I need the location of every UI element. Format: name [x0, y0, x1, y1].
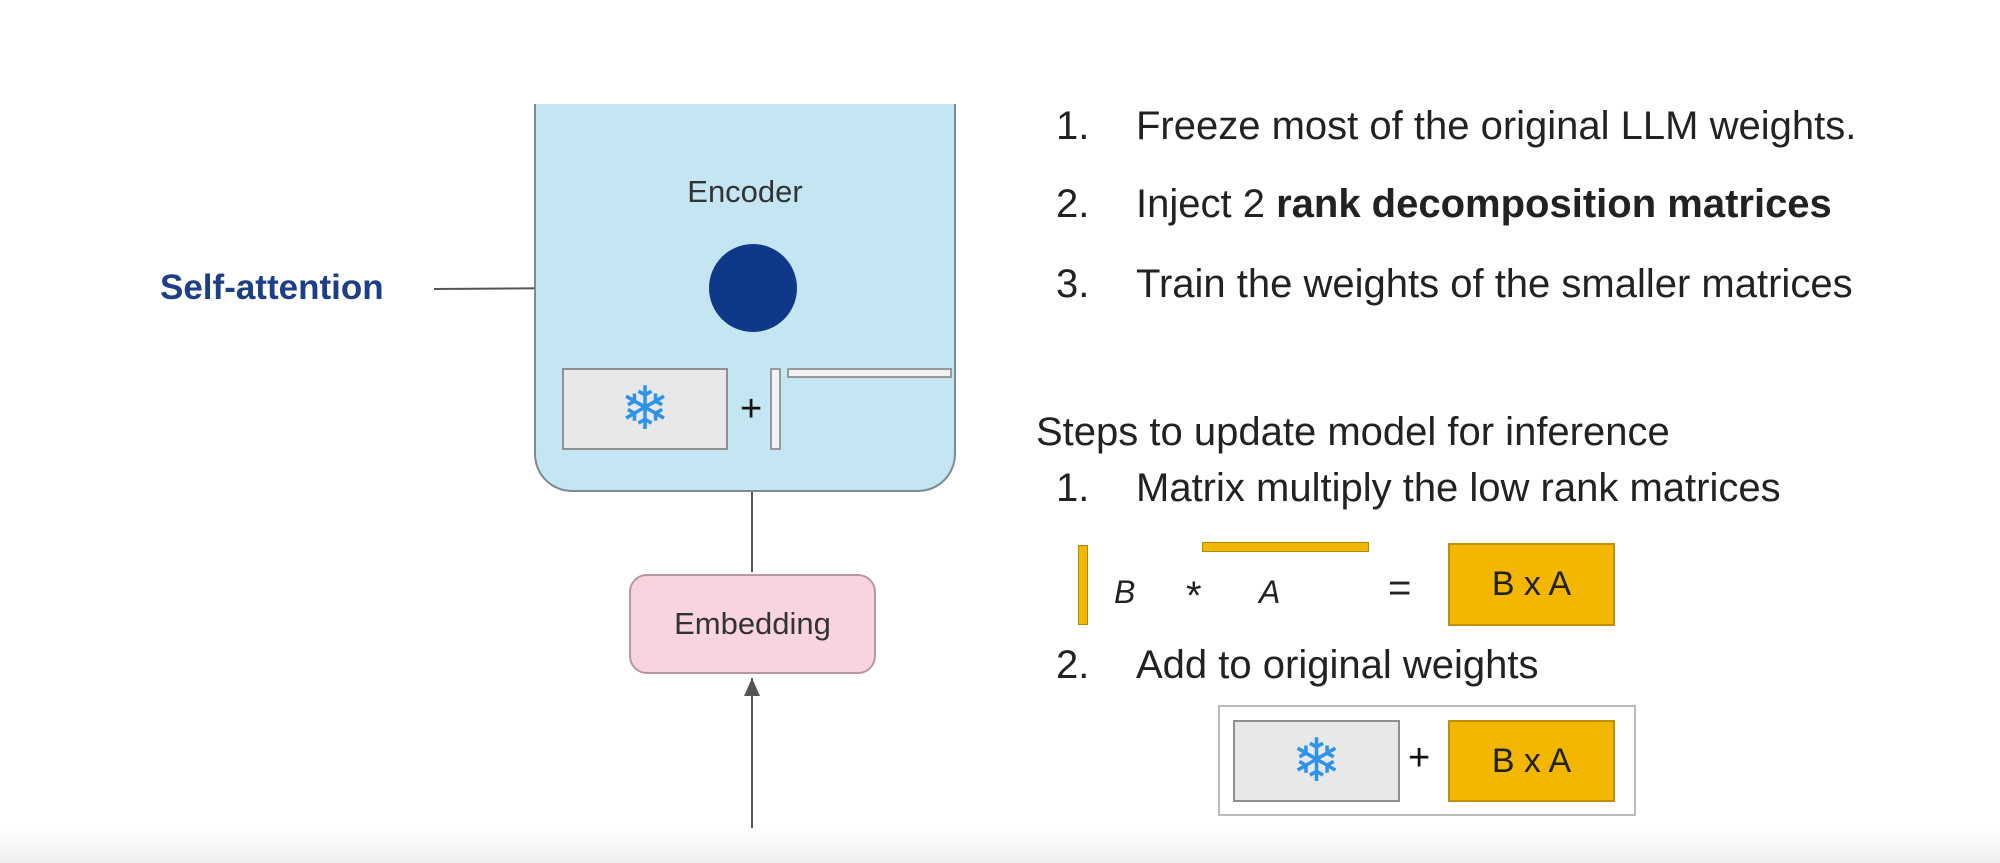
- step-number: 1.: [1056, 466, 1090, 510]
- plus-sign: +: [1408, 737, 1431, 779]
- product-matrix: B x A: [1448, 720, 1615, 802]
- step-number: 1.: [1056, 104, 1090, 148]
- embedding-block: Embedding: [629, 574, 876, 674]
- frozen-weights-matrix: ❄: [562, 368, 728, 450]
- bottom-fade: [0, 830, 2000, 863]
- embedding-label: Embedding: [674, 606, 831, 641]
- step-text: Add to original weights: [1136, 643, 1539, 687]
- encoder-label: Encoder: [687, 174, 803, 209]
- lora-matrix-b: [770, 368, 781, 450]
- multiply-operator: *: [1186, 574, 1202, 618]
- plus-sign: +: [740, 388, 763, 430]
- step-2: 2. Inject 2 rank decomposition matrices: [1056, 182, 1832, 227]
- self-attention-label: Self-attention: [160, 268, 384, 307]
- step-number: 2.: [1056, 182, 1090, 226]
- product-label: B x A: [1491, 741, 1572, 780]
- step-text: Matrix multiply the low rank matrices: [1136, 466, 1781, 510]
- original-weights-matrix: ❄: [1233, 720, 1400, 802]
- equals-operator: =: [1388, 566, 1412, 610]
- matrix-b-bar: [1078, 545, 1088, 625]
- step-text: Inject 2: [1136, 182, 1277, 226]
- step-text-bold: rank decomposition matrices: [1276, 182, 1832, 226]
- step-3: 3. Train the weights of the smaller matri…: [1056, 262, 1853, 307]
- lora-matrix-a: [787, 368, 952, 378]
- inference-step-1: 1. Matrix multiply the low rank matrices: [1056, 466, 1781, 511]
- encoder-block: Encoder: [534, 104, 956, 492]
- inference-heading: Steps to update model for inference: [1036, 410, 1670, 454]
- matrix-a-label: A: [1259, 574, 1281, 610]
- step-number: 2.: [1056, 643, 1090, 687]
- matrix-b-label: B: [1114, 574, 1136, 610]
- product-label: B x A: [1491, 565, 1572, 603]
- matrix-a-bar: [1202, 542, 1369, 552]
- snowflake-icon: ❄: [619, 375, 671, 442]
- self-attention-node: [709, 244, 797, 332]
- product-matrix: B x A: [1448, 543, 1615, 626]
- inference-step-2: 2. Add to original weights: [1056, 643, 1538, 688]
- snowflake-icon: ❄: [1291, 727, 1342, 794]
- step-text: Freeze most of the original LLM weights.: [1136, 104, 1857, 148]
- step-number: 3.: [1056, 262, 1090, 306]
- step-text: Train the weights of the smaller matrice…: [1136, 262, 1853, 306]
- step-1: 1. Freeze most of the original LLM weight…: [1056, 104, 1856, 149]
